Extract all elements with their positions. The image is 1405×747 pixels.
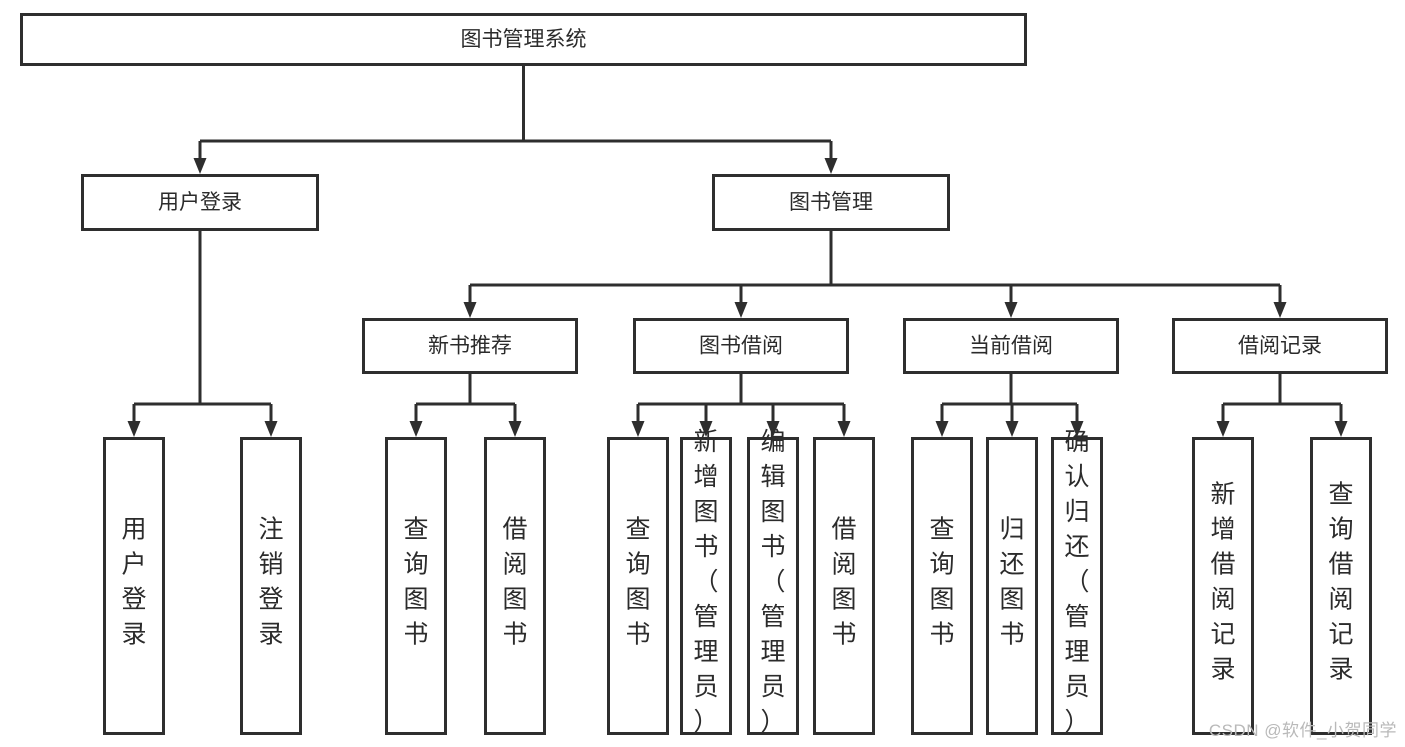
node-leaf-edit-book[interactable]: 编辑图书（管理员） — [747, 428, 799, 736]
watermark-text: CSDN @软件_小贺同学 — [1208, 721, 1397, 740]
node-box-leaf-borrow-book-2 — [813, 437, 875, 735]
node-box-leaf-return-book — [986, 437, 1038, 735]
edge-group-new-book-rec — [409, 374, 522, 437]
node-box-root — [20, 13, 1027, 66]
node-leaf-logout[interactable]: 注销登录 — [240, 437, 302, 735]
node-leaf-add-record[interactable]: 新增借阅记录 — [1192, 437, 1254, 735]
node-label-new-book-rec: 新书推荐 — [428, 335, 512, 358]
edge-group-root — [193, 66, 838, 174]
arrow-head-icon — [508, 421, 522, 437]
node-label-leaf-add-record: 新增借阅记录 — [1210, 481, 1235, 684]
node-leaf-add-book[interactable]: 新增图书（管理员） — [680, 428, 732, 736]
node-box-new-book-rec — [362, 318, 578, 374]
node-box-user-login — [81, 174, 319, 231]
node-label-borrow-record: 借阅记录 — [1238, 335, 1322, 358]
node-box-leaf-add-record — [1192, 437, 1254, 735]
node-label-leaf-borrow-book-2: 借阅图书 — [831, 516, 856, 649]
node-leaf-confirm-return[interactable]: 确认归还（管理员） — [1051, 428, 1103, 736]
node-box-current-borrow — [903, 318, 1119, 374]
node-label-leaf-borrow-book-1: 借阅图书 — [502, 516, 527, 649]
node-label-leaf-confirm-return: 确认归还（管理员） — [1064, 428, 1089, 736]
arrow-head-icon — [1273, 302, 1287, 318]
node-box-book-borrow — [633, 318, 849, 374]
nodes-layer: 图书管理系统用户登录图书管理新书推荐图书借阅当前借阅借阅记录用户登录注销登录查询… — [20, 13, 1388, 736]
edge-group-book-manage — [463, 231, 1287, 318]
arrow-head-icon — [824, 158, 838, 174]
node-box-leaf-user-login — [103, 437, 165, 735]
node-box-leaf-query-book-2 — [607, 437, 669, 735]
arrow-head-icon — [1004, 302, 1018, 318]
arrow-head-icon — [264, 421, 278, 437]
node-box-leaf-borrow-book-1 — [484, 437, 546, 735]
node-label-leaf-logout: 注销登录 — [258, 516, 283, 649]
node-label-current-borrow: 当前借阅 — [969, 335, 1053, 358]
node-box-book-manage — [712, 174, 950, 231]
node-leaf-return-book[interactable]: 归还图书 — [986, 437, 1038, 735]
edge-group-current-borrow — [935, 374, 1084, 437]
node-label-leaf-edit-book: 编辑图书（管理员） — [760, 428, 785, 736]
node-label-leaf-return-book: 归还图书 — [999, 516, 1024, 649]
node-leaf-borrow-book-1[interactable]: 借阅图书 — [484, 437, 546, 735]
node-leaf-query-book-1[interactable]: 查询图书 — [385, 437, 447, 735]
arrow-head-icon — [734, 302, 748, 318]
node-label-root: 图书管理系统 — [461, 28, 587, 51]
node-box-leaf-confirm-return — [1051, 437, 1103, 735]
arrow-head-icon — [409, 421, 423, 437]
arrow-head-icon — [631, 421, 645, 437]
node-label-book-manage: 图书管理 — [789, 191, 873, 214]
node-label-leaf-user-login: 用户登录 — [121, 516, 146, 649]
node-user-login[interactable]: 用户登录 — [81, 174, 319, 231]
node-box-leaf-add-book — [680, 437, 732, 735]
node-book-manage[interactable]: 图书管理 — [712, 174, 950, 231]
node-leaf-query-record[interactable]: 查询借阅记录 — [1310, 437, 1372, 735]
node-box-leaf-logout — [240, 437, 302, 735]
node-leaf-query-book-2[interactable]: 查询图书 — [607, 437, 669, 735]
node-root[interactable]: 图书管理系统 — [20, 13, 1027, 66]
arrow-head-icon — [193, 158, 207, 174]
arrow-head-icon — [463, 302, 477, 318]
arrow-head-icon — [935, 421, 949, 437]
edges-layer — [127, 66, 1348, 437]
arrow-head-icon — [1005, 421, 1019, 437]
arrow-head-icon — [1070, 421, 1084, 437]
node-label-leaf-query-book-3: 查询图书 — [929, 516, 954, 649]
node-book-borrow[interactable]: 图书借阅 — [633, 318, 849, 374]
node-box-borrow-record — [1172, 318, 1388, 374]
arrow-head-icon — [699, 421, 713, 437]
node-leaf-query-book-3[interactable]: 查询图书 — [911, 437, 973, 735]
node-box-leaf-edit-book — [747, 437, 799, 735]
edge-group-borrow-record — [1216, 374, 1348, 437]
node-box-leaf-query-record — [1310, 437, 1372, 735]
node-leaf-user-login[interactable]: 用户登录 — [103, 437, 165, 735]
arrow-head-icon — [1334, 421, 1348, 437]
node-current-borrow[interactable]: 当前借阅 — [903, 318, 1119, 374]
node-box-leaf-query-book-3 — [911, 437, 973, 735]
node-new-book-rec[interactable]: 新书推荐 — [362, 318, 578, 374]
node-label-leaf-query-record: 查询借阅记录 — [1328, 481, 1353, 684]
node-borrow-record[interactable]: 借阅记录 — [1172, 318, 1388, 374]
node-label-leaf-add-book: 新增图书（管理员） — [693, 428, 718, 736]
arrow-head-icon — [1216, 421, 1230, 437]
node-label-book-borrow: 图书借阅 — [699, 335, 783, 358]
arrow-head-icon — [127, 421, 141, 437]
arrow-head-icon — [837, 421, 851, 437]
node-label-leaf-query-book-2: 查询图书 — [625, 516, 650, 649]
node-leaf-borrow-book-2[interactable]: 借阅图书 — [813, 437, 875, 735]
node-label-leaf-query-book-1: 查询图书 — [403, 516, 428, 649]
arrow-head-icon — [766, 421, 780, 437]
edge-group-book-borrow — [631, 374, 851, 437]
node-box-leaf-query-book-1 — [385, 437, 447, 735]
edge-group-user-login — [127, 231, 278, 437]
node-label-user-login: 用户登录 — [158, 191, 242, 214]
